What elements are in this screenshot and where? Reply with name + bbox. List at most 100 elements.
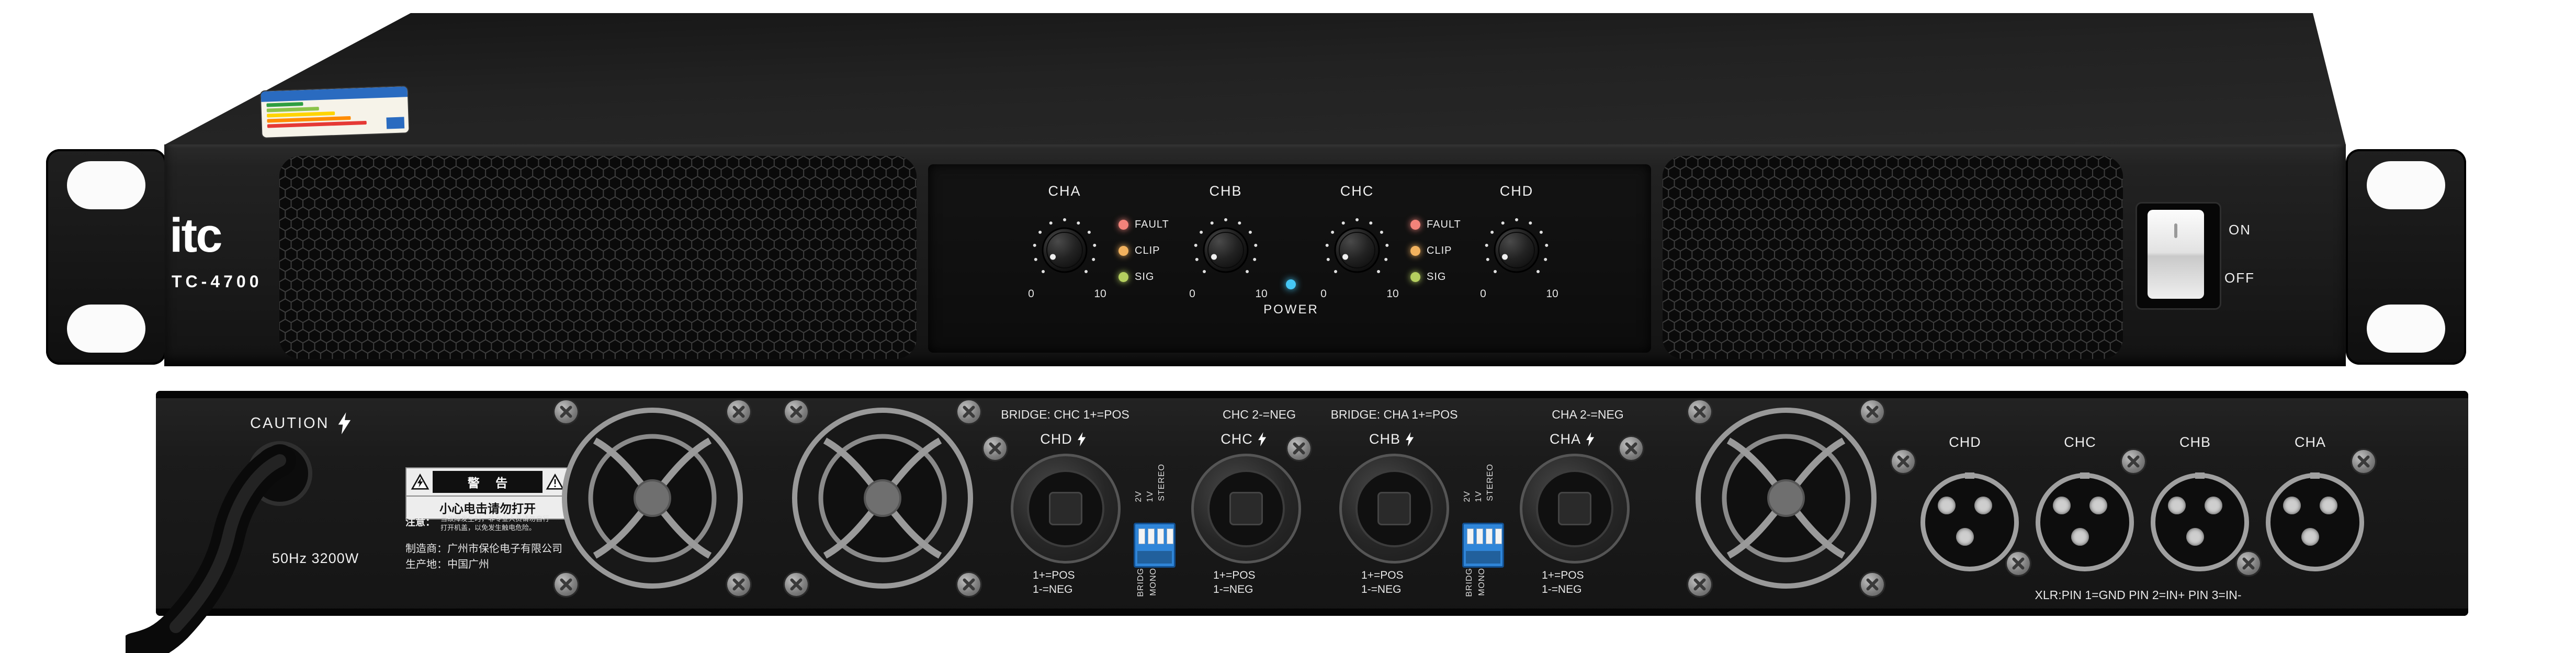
dip-label-mono: MONO	[1477, 568, 1486, 596]
fault-led-row: FAULT	[1410, 219, 1461, 231]
screw-icon	[785, 400, 808, 423]
rocker-mark	[2174, 223, 2177, 238]
manufacturer-text: 制造商：广州市保伦电子有限公司	[405, 543, 562, 555]
dip-toggle[interactable]	[1486, 528, 1493, 544]
dip-toggle[interactable]	[1148, 528, 1155, 544]
rack-ear-left	[46, 149, 166, 365]
screw-icon	[1688, 573, 1711, 596]
screw-icon	[984, 437, 1007, 460]
cooling-fan	[562, 408, 743, 589]
speakon-cha-label: CHA	[1525, 431, 1619, 447]
screw-icon	[957, 400, 980, 423]
lightning-icon	[338, 412, 351, 434]
warning-subtitle: 小心电击请勿打开	[406, 496, 569, 519]
bridge-info: CHC 2-=NEG	[1223, 408, 1296, 421]
exclamation-triangle-icon	[546, 474, 564, 490]
brand-logo: itc	[170, 209, 222, 262]
model-number: TC-4700	[172, 272, 263, 291]
lightning-icon	[1258, 432, 1266, 446]
speakon-cha	[1520, 454, 1630, 564]
dip-toggle[interactable]	[1167, 528, 1173, 544]
channel-label-chb: CHB	[1209, 183, 1242, 199]
clip-led-row: CLIP	[1410, 245, 1452, 257]
dip-label-mono: MONO	[1149, 568, 1158, 596]
lightning-triangle-icon	[411, 474, 430, 490]
xlr-chc	[2036, 472, 2134, 571]
dip-toggle[interactable]	[1495, 528, 1502, 544]
scale-min: 0	[1189, 288, 1195, 300]
scale-max: 10	[1255, 288, 1268, 300]
screw-icon	[555, 573, 578, 596]
speakon-chb	[1339, 454, 1449, 564]
fault-led-row: FAULT	[1118, 219, 1169, 231]
dip-label-stereo: STEREO	[1157, 464, 1166, 501]
dip-label-1v: 1V	[1146, 491, 1155, 502]
sig-led-row: SIG	[1118, 271, 1154, 283]
dip-toggle[interactable]	[1476, 528, 1483, 544]
dip-toggle[interactable]	[1157, 528, 1164, 544]
origin-text: 生产地：中国广州	[405, 559, 489, 570]
screw-icon	[727, 400, 750, 423]
gain-knob-cha[interactable]	[1028, 213, 1101, 287]
sig-led	[1118, 272, 1128, 282]
connector-label: CHA	[1549, 431, 1581, 447]
bridge-info: BRIDGE: CHC 1+=POS	[1001, 408, 1129, 421]
gain-knob-chd[interactable]	[1480, 213, 1553, 287]
sig-led	[1410, 272, 1420, 282]
clip-led	[1410, 246, 1420, 256]
switch-off-label: OFF	[2224, 270, 2255, 286]
dip-label-2v: 2V	[1134, 491, 1143, 502]
speakon-chc-label: CHC	[1196, 431, 1291, 447]
power-cable	[126, 441, 312, 653]
speakon-chc	[1191, 454, 1301, 564]
warning-header: 警 告	[406, 468, 569, 496]
dip-toggle[interactable]	[1467, 528, 1474, 544]
warning-label: 警 告 小心电击请勿打开	[405, 467, 570, 520]
mounting-slot	[2367, 161, 2445, 209]
gain-knob-chb[interactable]	[1189, 213, 1262, 287]
xlr-chb	[2151, 472, 2249, 571]
screw-icon	[1688, 400, 1711, 423]
rear-top-edge	[156, 391, 2468, 398]
xlr-chd-label: CHD	[1949, 434, 1981, 450]
screw-icon	[785, 573, 808, 596]
xlr-cha	[2266, 472, 2364, 571]
left-ventilation-grille	[279, 156, 917, 359]
mode-dip-switch[interactable]	[1462, 523, 1504, 568]
mode-dip-switch[interactable]	[1134, 523, 1176, 568]
screw-icon	[2352, 450, 2375, 473]
power-switch-rocker[interactable]	[2148, 210, 2204, 299]
rear-bottom-edge	[156, 609, 2468, 616]
warning-title: 警 告	[433, 471, 543, 493]
dip-label-1v: 1V	[1474, 491, 1483, 502]
channel-label-cha: CHA	[1048, 183, 1081, 199]
channel-label-chc: CHC	[1340, 183, 1374, 199]
screw-icon	[2237, 552, 2260, 575]
gain-knob-chc[interactable]	[1320, 213, 1394, 287]
screw-icon	[2007, 552, 2030, 575]
sig-led-label: SIG	[1135, 271, 1155, 283]
sig-led-row: SIG	[1410, 271, 1446, 283]
energy-label-sticker	[261, 86, 409, 138]
polarity-marking: 1+=POS 1-=NEG	[1213, 569, 1256, 595]
xlr-cha-label: CHA	[2294, 434, 2326, 450]
switch-on-label: ON	[2229, 222, 2251, 238]
scale-min: 0	[1480, 288, 1486, 300]
clip-led	[1118, 246, 1128, 256]
fault-led-label: FAULT	[1135, 219, 1169, 230]
power-switch[interactable]	[2136, 202, 2221, 310]
scale-max: 10	[1546, 288, 1558, 300]
xlr-chd	[1920, 472, 2019, 571]
lightning-icon	[1586, 432, 1595, 446]
screw-icon	[1620, 437, 1643, 460]
power-led	[1286, 279, 1296, 289]
clip-led-label: CLIP	[1135, 245, 1160, 256]
mounting-slot	[2367, 305, 2445, 353]
polarity-marking: 1+=POS 1-=NEG	[1361, 569, 1404, 595]
dip-toggle[interactable]	[1138, 528, 1145, 544]
speakon-chb-label: CHB	[1345, 431, 1439, 447]
screw-icon	[1892, 450, 1915, 473]
screw-icon	[957, 573, 980, 596]
screw-icon	[2122, 450, 2145, 473]
fault-led	[1118, 220, 1128, 230]
